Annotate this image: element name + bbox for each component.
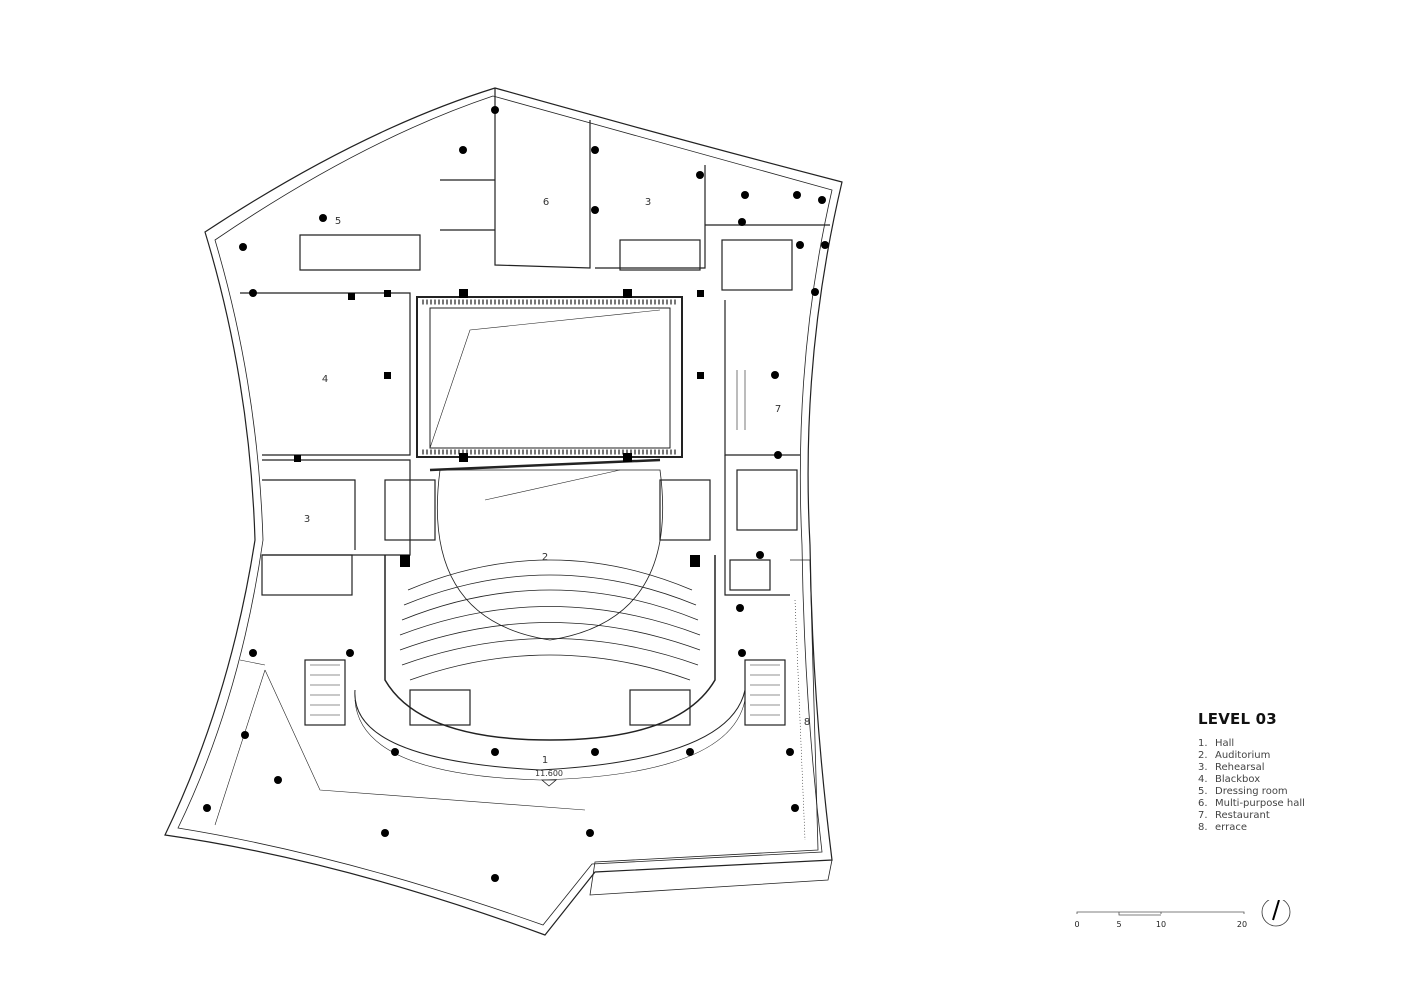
scale-tick: 0 (1074, 920, 1079, 929)
level-title: LEVEL 03 (1198, 710, 1277, 728)
legend-item: 1.Hall (1198, 738, 1235, 749)
square-columns (294, 289, 704, 567)
room-label-1: 1 (542, 755, 548, 766)
legend-item: 8.errace (1198, 822, 1247, 833)
elevation-marker: 11.600 (535, 769, 563, 778)
room-label-3: 3 (645, 197, 651, 208)
columns (203, 106, 829, 882)
room-label-6: 6 (543, 197, 549, 208)
scale-tick: 20 (1237, 920, 1247, 929)
scale-tick: 10 (1156, 920, 1166, 929)
room-label-8: 8 (804, 717, 810, 728)
legend-item: 5.Dressing room (1198, 786, 1288, 797)
legend-item: 2.Auditorium (1198, 750, 1271, 761)
room-label-4: 4 (322, 374, 328, 385)
legend-item: 6.Multi-purpose hall (1198, 798, 1305, 809)
scale-bar: 0 5 10 20 (1074, 900, 1291, 929)
room-label-3: 3 (304, 514, 310, 525)
stage (416, 296, 683, 458)
room-label-2: 2 (542, 552, 548, 563)
legend: LEVEL 03 1.Hall 2.Auditorium 3.Rehearsal… (1198, 710, 1305, 834)
scale-tick: 5 (1116, 920, 1121, 929)
room-label-5: 5 (335, 216, 341, 227)
legend-item: 4.Blackbox (1198, 774, 1261, 785)
legend-item: 7.Restaurant (1198, 810, 1270, 821)
legend-item: 3.Rehearsal (1198, 762, 1265, 773)
room-label-7: 7 (775, 404, 781, 415)
building-outline (164, 87, 843, 936)
north-arrow-icon (1261, 900, 1291, 927)
